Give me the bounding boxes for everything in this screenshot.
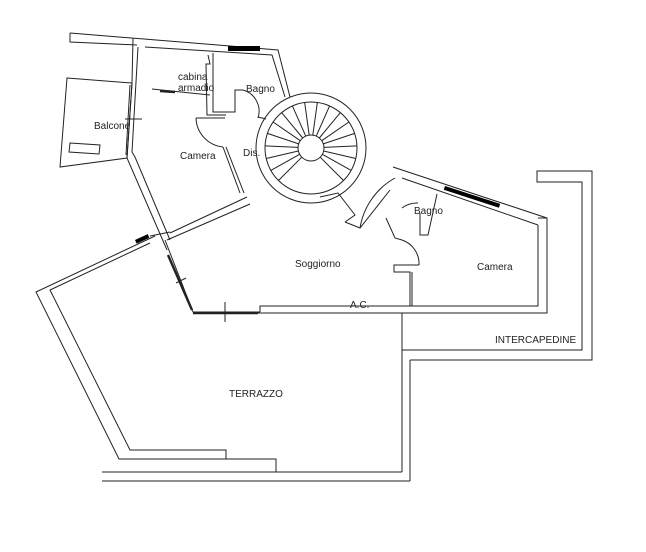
label-balcone: Balcone [94, 121, 131, 132]
stair-tread [265, 145, 299, 148]
stair-tread [272, 121, 301, 142]
label-ac: A.C. [350, 300, 369, 311]
walls [35, 32, 593, 482]
label-intercapedine: INTERCAPEDINE [495, 335, 576, 346]
stair-tread [291, 105, 307, 137]
stair-tread [270, 153, 300, 171]
stair-tread [281, 112, 304, 139]
stair-tread [322, 153, 352, 171]
label-disimpegno: Dis. [243, 148, 260, 159]
stair-tread [319, 156, 344, 181]
stair-tread [323, 150, 356, 160]
stair-tread [304, 102, 310, 136]
stair-tread [323, 145, 357, 148]
stair-tread [323, 132, 355, 145]
label-cabina: cabina [178, 72, 208, 83]
label-camera-right: Camera [477, 262, 513, 273]
balcony-outline [59, 77, 133, 168]
label-bagno-upper: Bagno [246, 84, 275, 95]
stair-tread [315, 105, 331, 137]
spiral-staircase [255, 92, 367, 204]
stair-tread [312, 102, 318, 136]
stair-tread [267, 132, 299, 145]
stair-tread [318, 112, 341, 139]
room-labels: cabina armadio Bagno Balcone Camera Dis.… [94, 72, 576, 400]
label-camera-left: Camera [180, 151, 216, 162]
stair-tread [266, 150, 299, 160]
label-armadio: armadio [178, 83, 215, 94]
label-soggiorno: Soggiorno [295, 259, 341, 270]
label-terrazzo: TERRAZZO [229, 389, 283, 400]
stair-tread [321, 121, 350, 142]
stair-tread [278, 156, 303, 181]
label-bagno-right: Bagno [414, 206, 443, 217]
